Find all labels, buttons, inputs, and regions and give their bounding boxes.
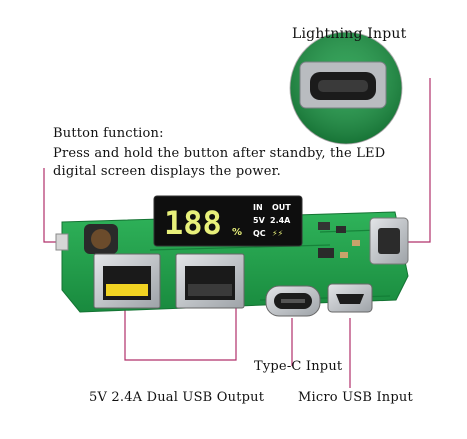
- pcb-board: 188 % IN OUT 5V 2.4A QC ⚡⚡: [55, 195, 409, 317]
- display-qc: QC: [253, 229, 266, 238]
- display-2-4a: 2.4A: [270, 216, 291, 225]
- type-c-input-label: Type-C Input: [254, 359, 343, 374]
- usb-a-port-yellow: [93, 253, 161, 309]
- display-bolt-icon: ⚡⚡: [272, 229, 283, 238]
- usb-output-label: 5V 2.4A Dual USB Output: [89, 390, 265, 405]
- usb-a-port-black: [175, 253, 245, 309]
- led-display: 188 % IN OUT 5V 2.4A QC ⚡⚡: [153, 195, 303, 247]
- type-c-port: [265, 285, 321, 317]
- callout-lightning: [407, 78, 431, 243]
- lightning-inset: [289, 31, 403, 145]
- button-function-description: Press and hold the button after standby,…: [53, 146, 386, 179]
- micro-usb-input-label: Micro USB Input: [298, 390, 413, 405]
- display-digits: 188: [164, 204, 222, 242]
- display-out: OUT: [272, 203, 291, 212]
- power-button: [55, 233, 69, 251]
- callout-usb-output: [124, 303, 237, 361]
- callout-lines: [43, 78, 431, 388]
- lightning-input-label: Lightning Input: [292, 26, 407, 42]
- button-function-title: Button function:: [53, 126, 164, 141]
- display-percent: %: [232, 227, 242, 238]
- display-in: IN: [253, 203, 263, 212]
- micro-usb-port: [327, 283, 373, 313]
- display-5v: 5V: [253, 216, 266, 225]
- callout-button: [43, 168, 58, 243]
